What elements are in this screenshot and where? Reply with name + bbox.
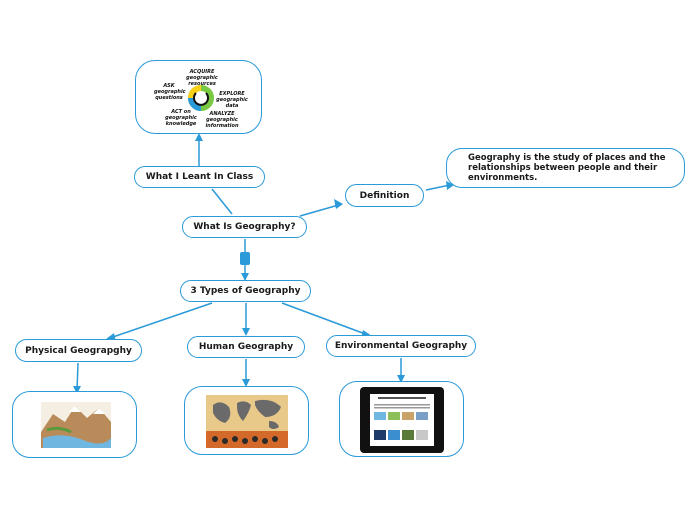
definition-text: Geography is the study of places and the… [468,153,666,183]
physical-geography-image [12,391,137,458]
edge-definition-text [425,184,451,191]
collapse-handle [240,252,250,265]
human-geography-image [184,386,309,455]
landscape-icon [41,402,111,448]
cycle-analyze: ANALYZE geographic information [205,111,239,129]
central-topic-node[interactable]: What Is Geography? [182,216,307,238]
edge-types-physical [109,302,213,339]
environmental-geography-node[interactable]: Environmental Geography [326,335,476,357]
cycle-act: ACT on geographic knowledge [165,109,197,127]
types-node[interactable]: 3 Types of Geography [180,280,311,302]
physical-geography-node[interactable]: Physical Geograpghy [15,339,142,362]
definition-text-node[interactable]: Geography is the study of places and the… [446,148,685,188]
human-geography-node[interactable]: Human Geography [187,336,305,358]
inquiry-cycle-image: ACQUIRE geographic resources ASK geograp… [135,60,262,134]
cycle-acquire: ACQUIRE geographic resources [186,69,218,87]
world-map-icon [206,395,288,448]
edge-types-environmental [281,302,369,336]
edge-central-learnt [211,188,233,215]
cycle-ask: ASK geographic questions [154,83,186,101]
edge-central-definition [299,203,343,217]
what-i-leant-node[interactable]: What I Leant In Class [134,166,265,188]
environmental-geography-image [339,381,464,457]
cycle-explore: EXPLORE geographic data [216,91,248,109]
definition-node[interactable]: Definition [345,184,424,207]
cycle-arrows-icon [188,85,214,111]
tablet-icon [360,387,444,453]
